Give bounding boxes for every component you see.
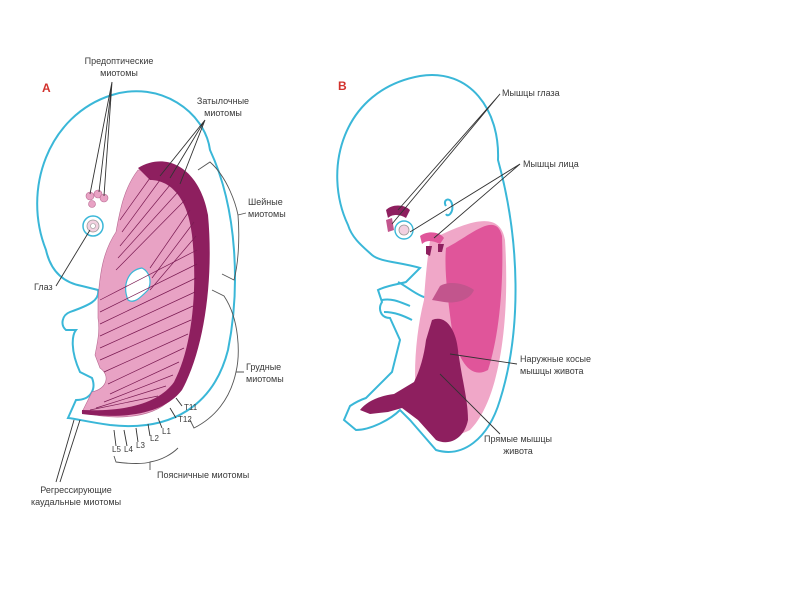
panel-a: A bbox=[31, 56, 286, 507]
facial-muscles bbox=[386, 205, 444, 256]
segment-t11: T11 bbox=[184, 403, 198, 412]
leader-external-oblique bbox=[449, 353, 518, 365]
panel-b-letter: B bbox=[338, 79, 347, 93]
arm-muscle bbox=[432, 283, 474, 303]
ear-b bbox=[443, 198, 454, 217]
label-rectus-line1: Прямые мышцы bbox=[484, 434, 552, 444]
leader-preoptic bbox=[89, 81, 113, 197]
leader-caudal bbox=[55, 419, 81, 483]
fetus-b-outline bbox=[336, 74, 517, 453]
segment-l4: L4 bbox=[124, 445, 133, 454]
label-cervical-line2: миотомы bbox=[248, 209, 286, 219]
label-eye-muscles: Мышцы глаза bbox=[502, 88, 560, 98]
oblique-muscle-bright bbox=[445, 224, 503, 373]
myotome-segment-lines bbox=[89, 177, 198, 411]
label-cervical-line1: Шейные bbox=[248, 197, 283, 207]
label-occipital-line2: миотомы bbox=[204, 108, 242, 118]
segment-ticks bbox=[113, 397, 183, 447]
label-face-muscles: Мышцы лица bbox=[523, 159, 579, 169]
label-external-oblique-line1: Наружные косые bbox=[520, 354, 591, 364]
eye-a bbox=[82, 215, 104, 237]
label-caudal-line1: Регрессирующие bbox=[40, 485, 112, 495]
segment-l1: L1 bbox=[162, 427, 171, 436]
label-caudal-line2: каудальные миотомы bbox=[31, 497, 121, 507]
panel-b: B Мышцы глаза Мышцы лица Нару bbox=[336, 74, 591, 456]
panel-a-letter: A bbox=[42, 81, 51, 95]
label-eye: Глаз bbox=[34, 282, 53, 292]
label-thoracic-line1: Грудные bbox=[246, 362, 281, 372]
bracket-lumbar bbox=[113, 447, 179, 470]
label-thoracic-line2: миотомы bbox=[246, 374, 284, 384]
embryo-a-outline bbox=[36, 90, 236, 427]
segment-l2: L2 bbox=[150, 434, 159, 443]
myotome-cutout bbox=[125, 267, 151, 302]
label-external-oblique-line2: мышцы живота bbox=[520, 366, 584, 376]
segment-t12: T12 bbox=[178, 415, 192, 424]
bracket-cervical bbox=[197, 161, 247, 281]
label-preoptic-line2: миотомы bbox=[100, 68, 138, 78]
leader-face-muscles bbox=[409, 163, 521, 239]
label-lumbar: Поясничные миотомы bbox=[157, 470, 249, 480]
label-occipital-line1: Затылочные bbox=[197, 96, 249, 106]
leader-occipital bbox=[159, 119, 206, 185]
leader-eye bbox=[55, 229, 91, 287]
leader-rectus bbox=[439, 373, 501, 435]
label-rectus-line2: живота bbox=[503, 446, 533, 456]
segment-l5: L5 bbox=[112, 445, 121, 454]
eye-b bbox=[394, 220, 414, 240]
myotome-band-dark bbox=[82, 161, 210, 416]
segment-l3: L3 bbox=[136, 441, 145, 450]
preoptic-myotomes bbox=[85, 189, 109, 208]
rectus-muscle-dark bbox=[360, 318, 468, 443]
label-preoptic-line1: Предоптические bbox=[85, 56, 154, 66]
bracket-thoracic bbox=[189, 289, 244, 429]
leader-eye-muscles bbox=[391, 93, 501, 225]
